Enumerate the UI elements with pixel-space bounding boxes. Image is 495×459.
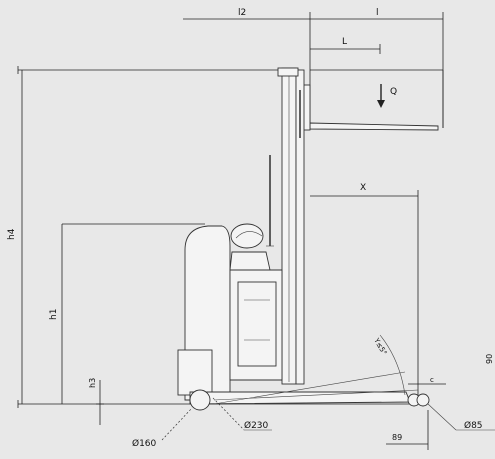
label-c: c <box>430 376 434 384</box>
callout-load-wheel: Ø85 <box>427 403 495 431</box>
label-l: l <box>376 8 379 18</box>
dim-x: X <box>310 183 419 400</box>
load-wheel-2 <box>416 393 430 407</box>
dim-h4: h4 <box>7 70 23 404</box>
label-L: L <box>342 37 347 47</box>
fork-raised <box>299 84 439 131</box>
dim-l2-l: l2 l <box>183 8 444 128</box>
callout-drive-wheel: Ø230 <box>212 397 272 431</box>
label-x: X <box>360 183 366 193</box>
label-wheel-front: Ø160 <box>132 438 157 449</box>
label-h1: h1 <box>49 309 59 320</box>
label-89: 89 <box>392 433 402 442</box>
label-angle: Y≤5° <box>372 336 388 357</box>
label-wheel-drive: Ø230 <box>244 420 269 431</box>
label-right-edge: 90 <box>485 354 494 364</box>
label-q: Q <box>390 87 397 97</box>
dim-h1: h1 <box>49 223 205 404</box>
dim-angle: Y≤5° <box>372 334 406 396</box>
dim-L: L <box>310 37 381 54</box>
load-arrow: Q <box>377 84 397 108</box>
dim-h3: h3 <box>88 378 104 425</box>
label-h3: h3 <box>88 378 97 388</box>
label-l2: l2 <box>238 8 246 18</box>
callout-front-wheel: Ø160 <box>132 407 193 449</box>
truck-body <box>177 155 283 401</box>
dim-89: 89 <box>386 410 429 450</box>
chassis <box>189 389 430 411</box>
dim-c: c <box>408 376 446 385</box>
front-wheel <box>189 389 211 411</box>
label-h4: h4 <box>7 228 17 240</box>
load-outline <box>309 69 444 128</box>
label-wheel-load: Ø85 <box>464 420 483 431</box>
mast <box>277 67 305 385</box>
